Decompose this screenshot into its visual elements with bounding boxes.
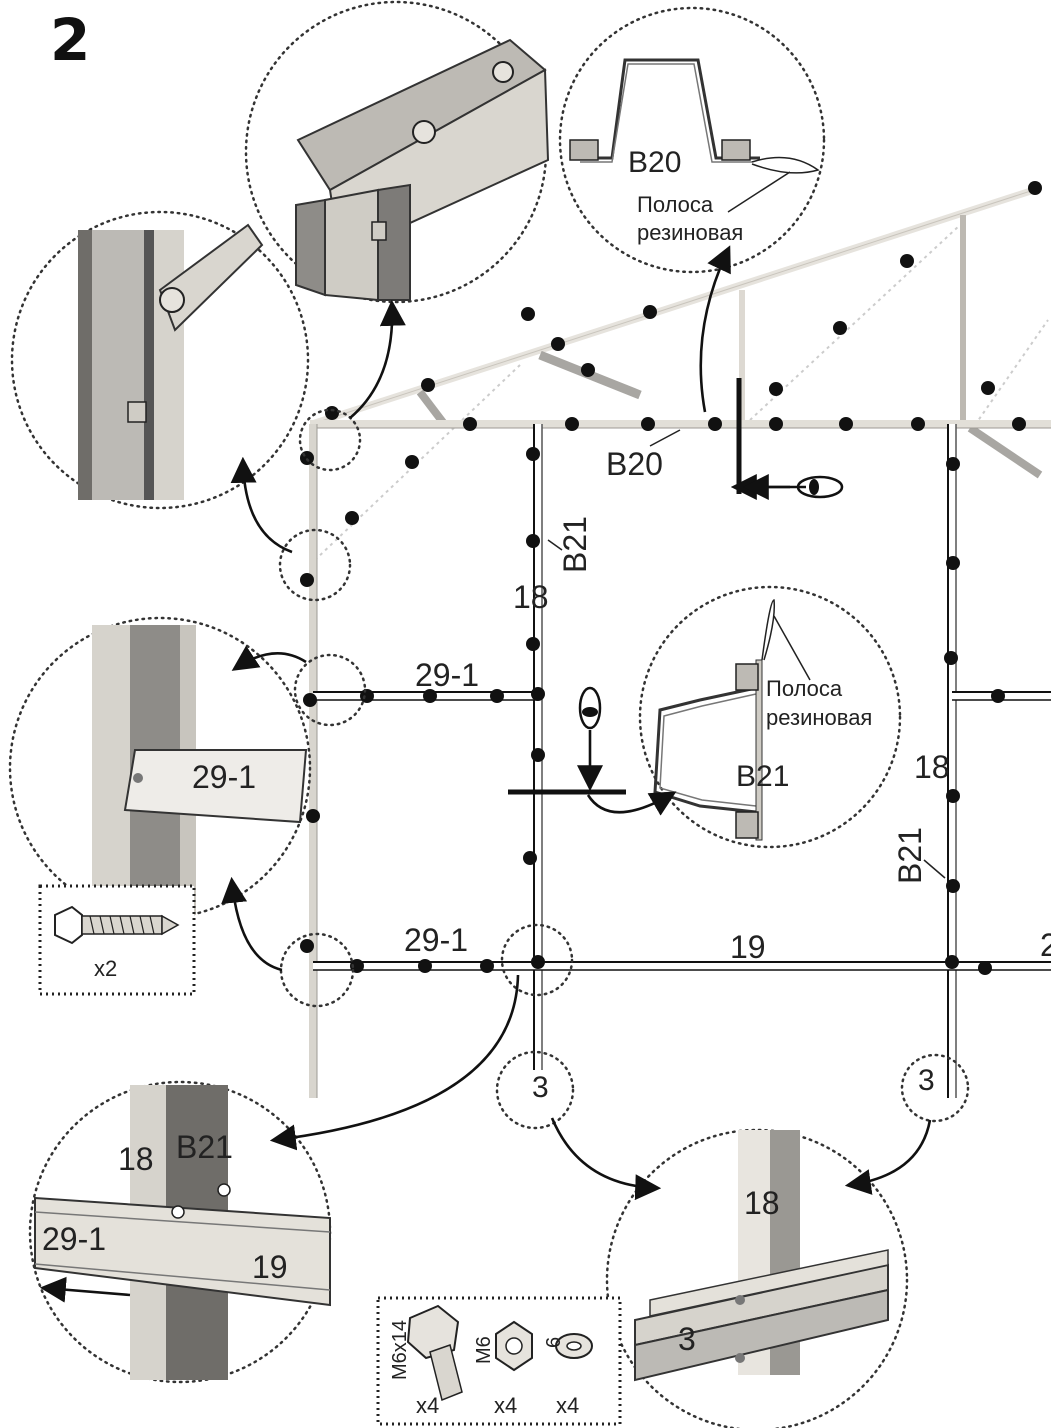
label-3-right: 3 (918, 1064, 935, 1097)
label-3-detail: 3 (678, 1321, 696, 1357)
detail-b21-section: Полоса резиновая B21 (638, 585, 902, 849)
eye-icon (578, 686, 602, 730)
hardware-bolt-qty: x4 (416, 1393, 439, 1418)
label-2-cut: 2 (1040, 927, 1051, 963)
washer-icon (555, 1333, 593, 1359)
bolt-icon (406, 1304, 463, 1402)
label-29-1-upper: 29-1 (415, 657, 479, 693)
callout-circles (278, 408, 970, 1130)
label-b21-post-right: B21 (892, 827, 928, 884)
hardware-nut-qty: x4 (494, 1393, 517, 1418)
label-rubber-strip-b21-line2: резиновая (766, 705, 872, 730)
screw-box: x2 (38, 884, 196, 996)
label-b21-detail: B21 (736, 760, 789, 793)
label-19: 19 (730, 929, 766, 965)
label-rubber-strip-b21-line1: Полоса (766, 676, 843, 701)
label-rubber-strip-b20-line2: резиновая (637, 220, 743, 245)
bolt-dots (300, 181, 1042, 975)
label-29-1-detail: 29-1 (192, 759, 256, 795)
step-number: 2 (50, 6, 90, 74)
label-3-left: 3 (532, 1071, 549, 1104)
screw-qty: x2 (94, 956, 117, 981)
label-18-right: 18 (914, 749, 950, 785)
label-18-detail-bottom: 18 (118, 1141, 154, 1177)
hardware-box: M6x14 x4 M6 x4 6 x4 (376, 1296, 622, 1426)
detail-left-post (10, 210, 310, 510)
self-tapping-screw-icon (54, 905, 180, 945)
label-18-left: 18 (513, 579, 549, 615)
nut-icon (495, 1320, 533, 1372)
label-29-1-detail-bottom: 29-1 (42, 1221, 106, 1257)
connector-arrows (221, 245, 932, 1201)
hardware-bolt-name: M6x14 (389, 1320, 411, 1380)
hardware-washer-qty: x4 (556, 1393, 579, 1418)
hardware-nut-name: M6 (473, 1336, 495, 1364)
label-19-detail: 19 (252, 1249, 288, 1285)
label-29-1-lower: 29-1 (404, 922, 468, 958)
detail-29-1-joint: 29-1 (8, 616, 312, 920)
label-b20-rail: B20 (606, 446, 663, 482)
detail-roof-corner-joint (244, 0, 550, 304)
label-18-detail-foot: 18 (744, 1185, 780, 1221)
detail-bottom-joint: 18 B21 29-1 19 (28, 1080, 332, 1384)
label-b20-detail: B20 (628, 146, 681, 179)
label-b21-post-left: B21 (557, 516, 593, 573)
detail-b20-section: B20 Полоса резиновая (558, 6, 826, 274)
label-rubber-strip-b20-line1: Полоса (637, 192, 714, 217)
label-b21-detail-bottom: B21 (176, 1129, 233, 1165)
detail-post-foot: 18 3 (605, 1128, 909, 1428)
hardware-washer-name: 6 (543, 1337, 565, 1348)
